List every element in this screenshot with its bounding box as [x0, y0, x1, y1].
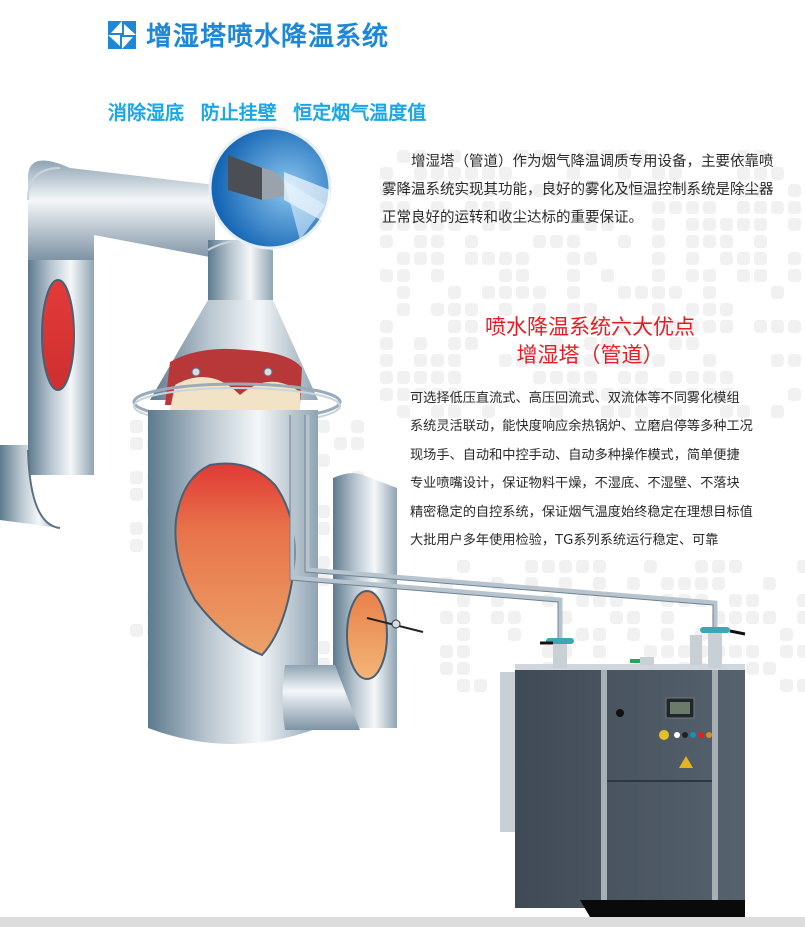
pump-cabinet — [500, 627, 745, 917]
advantage-item: 大批用户多年使用检验，TG系列系统运行稳定、可靠 — [410, 527, 795, 555]
advantage-item: 现场手、自动和中控手动、自动多种操作模式，简单便捷 — [410, 442, 795, 470]
nozzle-inset — [210, 128, 330, 248]
tower-neck — [208, 240, 273, 310]
footer-bar — [0, 917, 805, 927]
advantage-item: 精密稳定的自控系统，保证烟气温度始终稳定在理想目标值 — [410, 499, 795, 527]
intro-paragraph: 增湿塔（管道）作为烟气降温调质专用设备，主要依靠喷雾降温系统实现其功能，良好的雾… — [382, 148, 782, 232]
advantages-heading: 喷水降温系统六大优点 增湿塔（管道） — [420, 313, 760, 369]
tower-cone-cutaway — [165, 349, 302, 410]
slogan: 消除湿底 防止挂壁 恒定烟气温度值 — [108, 98, 426, 125]
intro-text: 增湿塔（管道）作为烟气降温调质专用设备，主要依靠喷雾降温系统实现其功能，良好的雾… — [382, 148, 782, 232]
advantage-item: 专业喷嘴设计，保证物料干燥，不湿底、不湿壁、不落块 — [410, 470, 795, 498]
advantages-title-line2: 增湿塔（管道） — [420, 341, 760, 369]
page-header: 增湿塔喷水降温系统 — [108, 16, 389, 53]
advantage-item: 系统灵活联动，能快度响应余热锅炉、立磨启停等多种工况 — [410, 413, 795, 441]
advantages-title-line1: 喷水降温系统六大优点 — [420, 313, 760, 341]
page-title: 增湿塔喷水降温系统 — [146, 16, 389, 53]
advantage-item: 可选择低压直流式、高压回流式、双流体等不同雾化模组 — [410, 385, 795, 413]
advantages-list: 可选择低压直流式、高压回流式、双流体等不同雾化模组 系统灵活联动，能快度响应余热… — [410, 385, 795, 555]
pinwheel-logo-icon — [108, 21, 136, 49]
